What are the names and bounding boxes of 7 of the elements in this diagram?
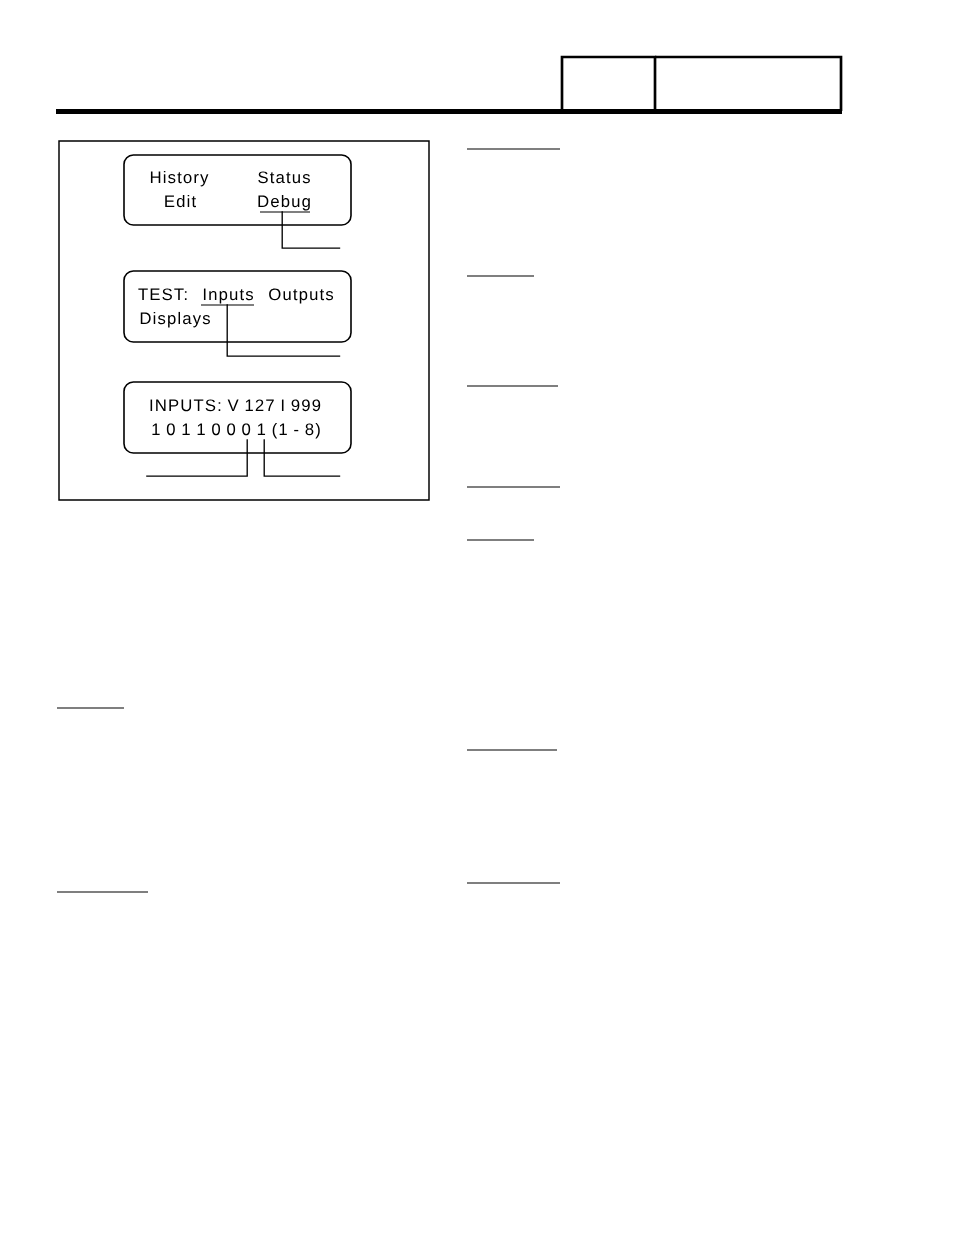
leader-line [226, 303, 341, 357]
display-screen: History Status Edit Debug [123, 154, 352, 226]
display-screen: INPUTS: V 127 I 999 1 0 1 1 0 0 0 1 (1 - 8) [123, 381, 352, 454]
leader-line [263, 438, 341, 477]
leader-line [281, 210, 341, 249]
display-screen: TEST: Inputs Outputs Displays [123, 270, 352, 343]
leader-line [145, 438, 248, 477]
